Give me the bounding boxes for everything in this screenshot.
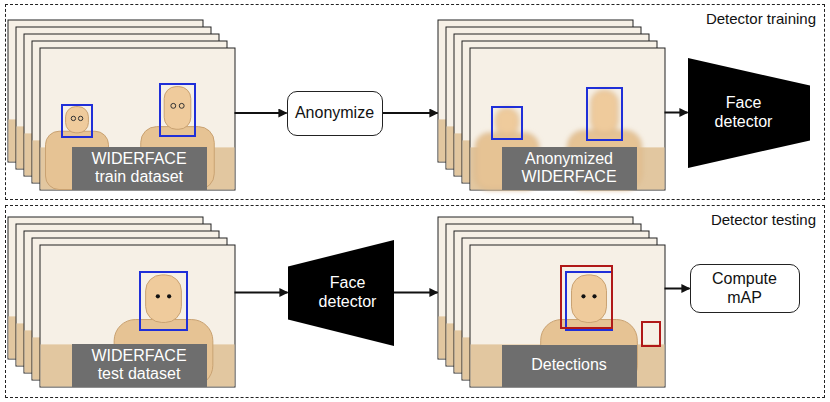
front-image [40, 48, 235, 190]
image-stack: WIDERFACE test dataset [8, 217, 235, 387]
head [496, 109, 519, 135]
dataset-label: Anonymized WIDERFACE [502, 147, 637, 190]
image-page [470, 48, 665, 190]
image-floor [41, 344, 235, 386]
dataset-label: WIDERFACE test dataset [72, 344, 207, 387]
head [591, 91, 618, 134]
eye [171, 103, 176, 108]
head [164, 87, 191, 130]
eye [581, 294, 585, 298]
dashed-panel: Detector trainingWIDERFACE train dataset… [5, 4, 825, 200]
eye [156, 294, 160, 298]
image-page [40, 245, 235, 387]
head [146, 275, 182, 323]
detector-label: Face detector [709, 94, 779, 131]
eye [592, 294, 596, 298]
detector-fill [288, 240, 394, 346]
ground-truth-box [140, 272, 187, 330]
flow-arrow [665, 112, 688, 114]
eye [71, 116, 75, 120]
detection-box [642, 322, 660, 346]
eye [179, 103, 184, 108]
front-image [470, 48, 665, 190]
detector-block: Face detector [688, 58, 810, 168]
flow-arrow [383, 112, 438, 114]
dashed-panel: Detector testingWIDERFACE test dataset Fa… [5, 205, 825, 398]
flow-arrow [235, 292, 288, 294]
flow-arrow [235, 112, 287, 114]
process-box: Anonymize [287, 91, 383, 136]
detection-box [561, 266, 612, 328]
detector-fill [688, 58, 810, 168]
image-page [40, 48, 235, 190]
eye [78, 116, 82, 120]
eye [167, 294, 171, 298]
head [572, 275, 607, 323]
image-stack: Anonymized WIDERFACE [438, 20, 665, 190]
image-stack: WIDERFACE train dataset [8, 20, 235, 190]
box-label: Compute mAP [705, 270, 785, 307]
panel-title: Detector training [706, 10, 816, 27]
ground-truth-box [62, 105, 92, 137]
flow-arrow [394, 292, 438, 294]
detector-block: Face detector [288, 240, 394, 346]
ground-truth-box [492, 107, 522, 139]
head [66, 107, 89, 133]
ground-truth-box [566, 272, 612, 330]
ground-truth-box [160, 84, 195, 136]
image-floor [471, 344, 665, 386]
image-stack: Detections [438, 217, 665, 387]
flow-arrow [665, 288, 690, 290]
dataset-label: Detections [502, 345, 637, 387]
panel-title: Detector testing [711, 211, 816, 228]
box-label: Anonymize [295, 104, 374, 122]
dataset-label: WIDERFACE train dataset [72, 147, 207, 190]
front-image [40, 245, 235, 387]
process-box: Compute mAP [690, 264, 800, 313]
detector-label: Face detector [313, 274, 383, 311]
front-image [470, 245, 665, 387]
ground-truth-box [587, 88, 622, 140]
image-page [470, 245, 665, 387]
